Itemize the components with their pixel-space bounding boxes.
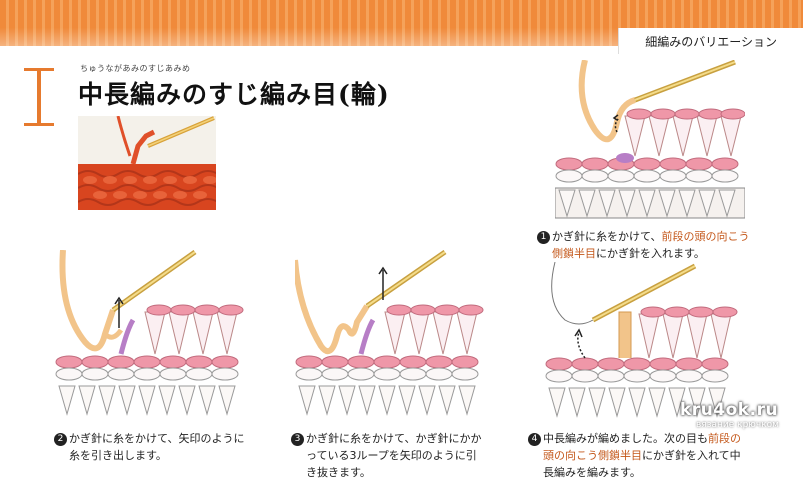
step-4-text-a: 中長編みが編めました。次の目も	[543, 432, 708, 445]
section-label: 細編みのバリエーション	[645, 35, 777, 49]
step-3-line-2: っている3ループを矢印のように引	[291, 447, 481, 464]
title-ruby: ちゅうながあみのすじあみめ	[80, 64, 191, 73]
step-1-text-b: 前段の頭の向こう	[661, 230, 750, 243]
step-3-text-b: っている3ループを矢印のように引	[306, 449, 477, 462]
step-3-text-c: き抜きます。	[306, 466, 371, 479]
step-4-line-2: 頭の向こう側鎖半目にかぎ針を入れて中	[528, 447, 741, 464]
page-title: 中長編みのすじ編み目(輪)	[78, 80, 390, 109]
watermark: kru4ok.ru вязание крючком	[680, 400, 779, 430]
step-2-line-2: 糸を引き出します。	[54, 447, 244, 464]
step-1-text-c: 側鎖半目	[552, 247, 596, 260]
t-marker-icon	[24, 68, 54, 126]
step-2-diagram	[55, 250, 244, 416]
step-4-line-3: 長編みを編みます。	[528, 464, 741, 481]
step-4-diagram	[545, 262, 738, 418]
step-4-text-d: にかぎ針を入れて中	[642, 449, 741, 462]
step-1-diagram	[555, 60, 745, 219]
watermark-site: kru4ok.ru	[680, 400, 779, 420]
step-4-number: 4	[528, 433, 541, 446]
step-3-text-a: かぎ針に糸をかけて、かぎ針にかか	[306, 432, 482, 445]
step-3-diagram	[295, 250, 484, 416]
step-1-text-a: かぎ針に糸をかけて、	[552, 230, 662, 243]
step-1-text-d: にかぎ針を入れます。	[596, 247, 705, 260]
step-1-number: 1	[537, 231, 550, 244]
swatch-photo	[78, 116, 216, 210]
step-2-text-b: 糸を引き出します。	[69, 449, 167, 462]
step-2-text-a: かぎ針に糸をかけて、矢印のように	[69, 432, 245, 445]
step-1-line-2: 側鎖半目にかぎ針を入れます。	[537, 245, 749, 262]
step-3-line-3: き抜きます。	[291, 464, 481, 481]
step-3-number: 3	[291, 433, 304, 446]
step-4-text-e: 長編みを編みます。	[543, 466, 641, 479]
watermark-subtitle: вязание крючком	[696, 420, 779, 430]
step-4-text-b: 前段の	[708, 432, 741, 445]
step-2-number: 2	[54, 433, 67, 446]
step-4-text-c: 頭の向こう側鎖半目	[543, 449, 642, 462]
section-tab	[618, 28, 803, 54]
